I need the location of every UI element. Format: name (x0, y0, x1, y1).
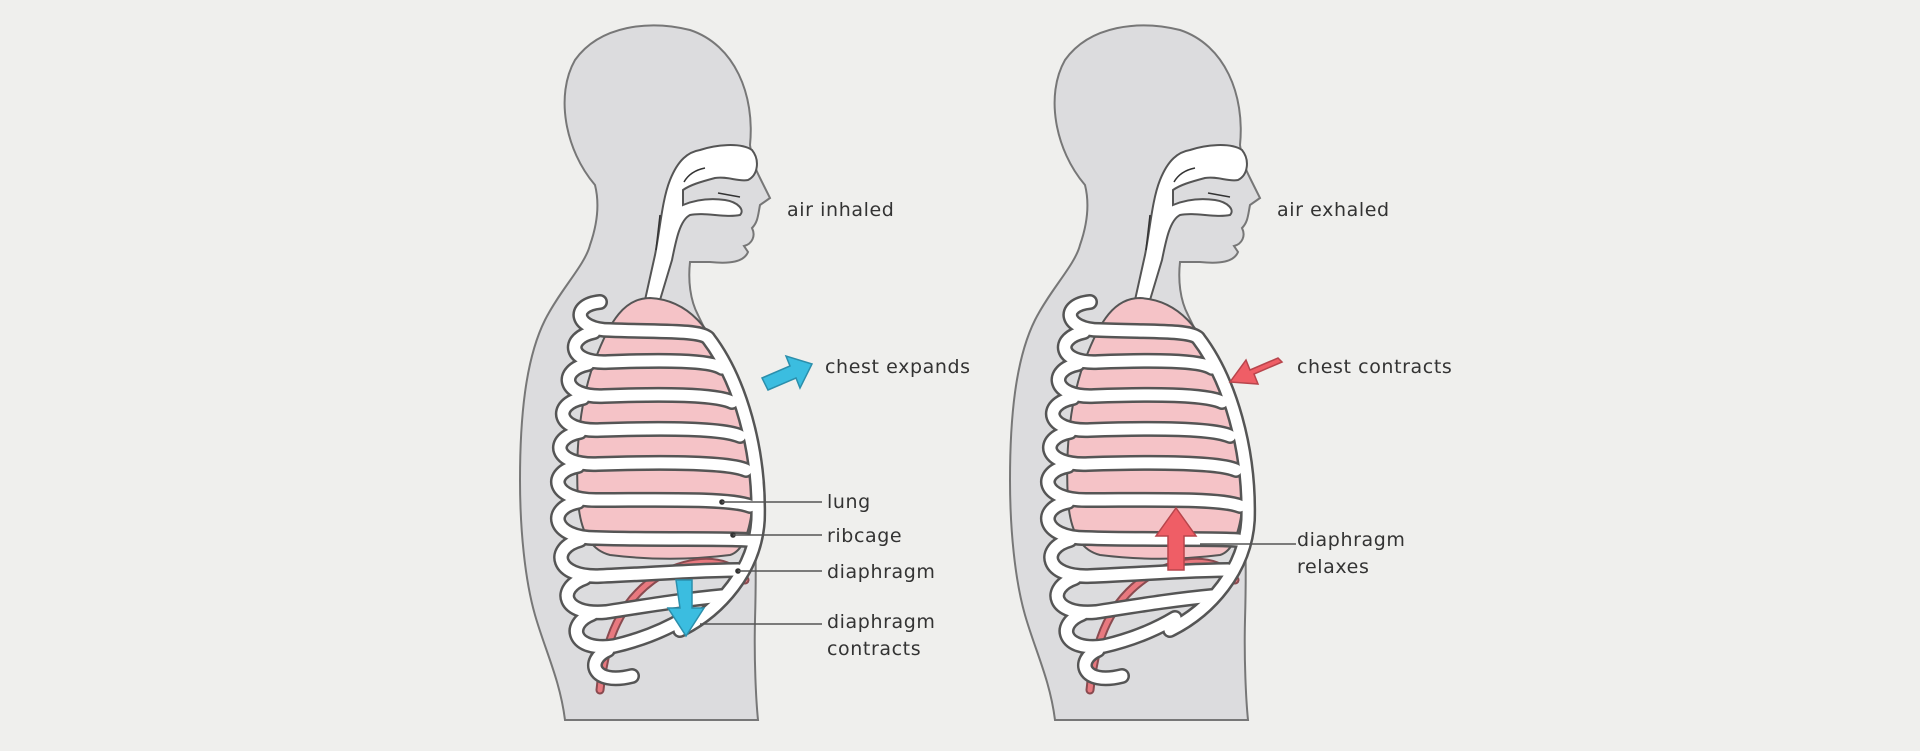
inhale-figure: air inhaled chest expands lung ribcage d… (520, 25, 971, 720)
arrow-down-icon (666, 579, 706, 638)
arrow-up-right-icon (760, 354, 814, 391)
arrow-left-icon (1228, 357, 1284, 385)
diaphragm-contracts-label-line2: contracts (827, 638, 921, 660)
air-exhaled-label: air exhaled (1277, 199, 1390, 221)
exhale-figure: air exhaled chest contracts diaphragm re… (1010, 25, 1452, 720)
diaphragm-label: diaphragm (827, 561, 936, 583)
diaphragm-relaxes-label-line1: diaphragm (1297, 529, 1406, 551)
ribcage-label: ribcage (827, 525, 902, 547)
arrow-up-icon (1154, 506, 1198, 571)
diaphragm-relaxes-label-line2: relaxes (1297, 556, 1369, 578)
diaphragm-contracts-label-line1: diaphragm (827, 611, 936, 633)
lung-label: lung (827, 491, 871, 513)
chest-contracts-label: chest contracts (1297, 356, 1452, 378)
chest-expands-label: chest expands (825, 356, 971, 378)
air-inhaled-label: air inhaled (787, 199, 894, 221)
